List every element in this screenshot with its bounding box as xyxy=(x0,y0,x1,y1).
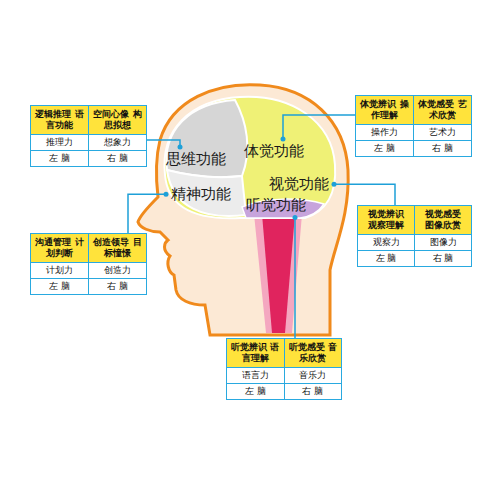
hemisphere-label: 左 脑 xyxy=(49,153,70,164)
table-cell: 左 脑 xyxy=(227,384,285,400)
function-description: 听觉感受 音乐欣赏 xyxy=(289,342,338,364)
table-cell: 艺术力 xyxy=(414,125,472,141)
ability-name: 观察力 xyxy=(373,237,400,248)
hemisphere-label: 左 脑 xyxy=(245,386,266,397)
callout-table: 沟通管理 计划判断创造领导 目标憧憬计划力 创造力左 脑 右 脑 xyxy=(30,233,147,295)
function-description: 沟通管理 计划判断 xyxy=(35,237,84,259)
ability-name: 推理力 xyxy=(46,137,73,148)
region-name: 体觉功能 xyxy=(244,142,304,160)
function-description: 体觉辨识 操作理解 xyxy=(360,99,409,121)
ability-name: 创造力 xyxy=(104,265,131,276)
table-cell: 右 脑 xyxy=(415,251,472,267)
table-header-cell: 听觉辨识 语言理解 xyxy=(227,339,285,368)
ability-name: 艺术力 xyxy=(429,127,456,138)
function-description: 视觉感受 图像欣赏 xyxy=(419,209,467,231)
region-name: 精神功能 xyxy=(171,185,231,203)
ability-name: 图像力 xyxy=(430,237,457,248)
region-name: 视觉功能 xyxy=(269,175,329,193)
table-cell: 推理力 xyxy=(31,135,89,151)
function-description: 视觉辨识 观察理解 xyxy=(362,209,410,231)
leader-dot xyxy=(164,192,169,197)
table-header-cell: 创造领导 目标憧憬 xyxy=(89,234,147,263)
table-cell: 左 脑 xyxy=(358,251,415,267)
hemisphere-label: 左 脑 xyxy=(376,253,397,264)
callout-table: 视觉辨识 观察理解视觉感受 图像欣赏观察力 图像力左 脑 右 脑 xyxy=(357,205,472,267)
leader-line xyxy=(294,218,296,339)
table-cell: 右 脑 xyxy=(285,384,343,400)
hemisphere-label: 右 脑 xyxy=(432,143,453,154)
ability-name: 音乐力 xyxy=(299,370,326,381)
hemisphere-label: 左 脑 xyxy=(374,143,395,154)
region-name: 听觉功能 xyxy=(246,196,306,214)
leader-connector xyxy=(128,192,169,233)
brain-thinking-region xyxy=(166,100,247,177)
table-header-cell: 视觉感受 图像欣赏 xyxy=(415,206,472,235)
table-cell: 左 脑 xyxy=(31,151,89,167)
table-cell: 左 脑 xyxy=(31,279,89,295)
leader-connector xyxy=(281,115,356,142)
hemisphere-label: 右 脑 xyxy=(107,281,128,292)
leader-connector xyxy=(293,215,298,338)
ability-name: 计划力 xyxy=(46,265,73,276)
table-cell: 右 脑 xyxy=(89,151,147,167)
leader-line xyxy=(334,184,395,205)
ability-name: 想象力 xyxy=(104,137,131,148)
leader-line xyxy=(147,140,180,147)
brain-region-label: 精神功能 xyxy=(170,186,232,203)
table-cell: 右 脑 xyxy=(414,141,472,157)
function-description: 体觉感受 艺术欣赏 xyxy=(418,99,467,121)
hemisphere-label: 右 脑 xyxy=(433,253,454,264)
table-cell: 观察力 xyxy=(358,235,415,251)
leader-line xyxy=(283,115,355,139)
callout-table: 听觉辨识 语言理解听觉感受 音乐欣赏语言力 音乐力左 脑 右 脑 xyxy=(226,338,342,400)
table-cell: 音乐力 xyxy=(285,368,343,384)
ability-name: 语言力 xyxy=(242,370,269,381)
table-cell: 图像力 xyxy=(415,235,472,251)
leader-connector xyxy=(147,140,183,150)
leader-connector xyxy=(332,182,396,205)
brain-region-label: 体觉功能 xyxy=(243,143,305,160)
hemisphere-label: 右 脑 xyxy=(302,386,323,397)
brain-region-label: 思维功能 xyxy=(165,151,227,168)
brain-stem-inner xyxy=(262,214,295,333)
table-header-cell: 逻辑推理 语言功能 xyxy=(31,106,89,135)
leader-line xyxy=(128,194,166,233)
leader-dot xyxy=(281,137,286,142)
table-cell: 计划力 xyxy=(31,263,89,279)
leader-dot xyxy=(178,145,183,150)
table-header-cell: 听觉感受 音乐欣赏 xyxy=(285,339,343,368)
table-header-cell: 体觉感受 艺术欣赏 xyxy=(414,96,472,125)
brain-spirit-region xyxy=(167,170,246,216)
callout-table: 体觉辨识 操作理解体觉感受 艺术欣赏操作力 艺术力左 脑 右 脑 xyxy=(355,95,472,157)
table-cell: 操作力 xyxy=(356,125,414,141)
ability-name: 操作力 xyxy=(371,127,398,138)
table-cell: 创造力 xyxy=(89,263,147,279)
table-header-cell: 空间心像 构思拟想 xyxy=(89,106,147,135)
table-header-cell: 视觉辨识 观察理解 xyxy=(358,206,415,235)
table-cell: 左 脑 xyxy=(356,141,414,157)
table-cell: 右 脑 xyxy=(89,279,147,295)
function-description: 听觉辨识 语言理解 xyxy=(231,342,280,364)
brain-region-label: 视觉功能 xyxy=(268,176,330,193)
function-description: 逻辑推理 语言功能 xyxy=(35,109,84,131)
table-header-cell: 体觉辨识 操作理解 xyxy=(356,96,414,125)
table-header-cell: 沟通管理 计划判断 xyxy=(31,234,89,263)
function-description: 空间心像 构思拟想 xyxy=(93,109,142,131)
table-cell: 想象力 xyxy=(89,135,147,151)
hemisphere-label: 右 脑 xyxy=(107,153,128,164)
leader-dot xyxy=(332,182,337,187)
callout-table: 逻辑推理 语言功能空间心像 构思拟想推理力 想象力左 脑 右 脑 xyxy=(30,105,147,167)
region-name: 思维功能 xyxy=(166,150,226,168)
head-outline xyxy=(138,85,348,335)
table-cell: 语言力 xyxy=(227,368,285,384)
leader-dot xyxy=(293,215,298,220)
hemisphere-label: 左 脑 xyxy=(49,281,70,292)
function-description: 创造领导 目标憧憬 xyxy=(93,237,142,259)
brain-region-label: 听觉功能 xyxy=(245,197,307,214)
